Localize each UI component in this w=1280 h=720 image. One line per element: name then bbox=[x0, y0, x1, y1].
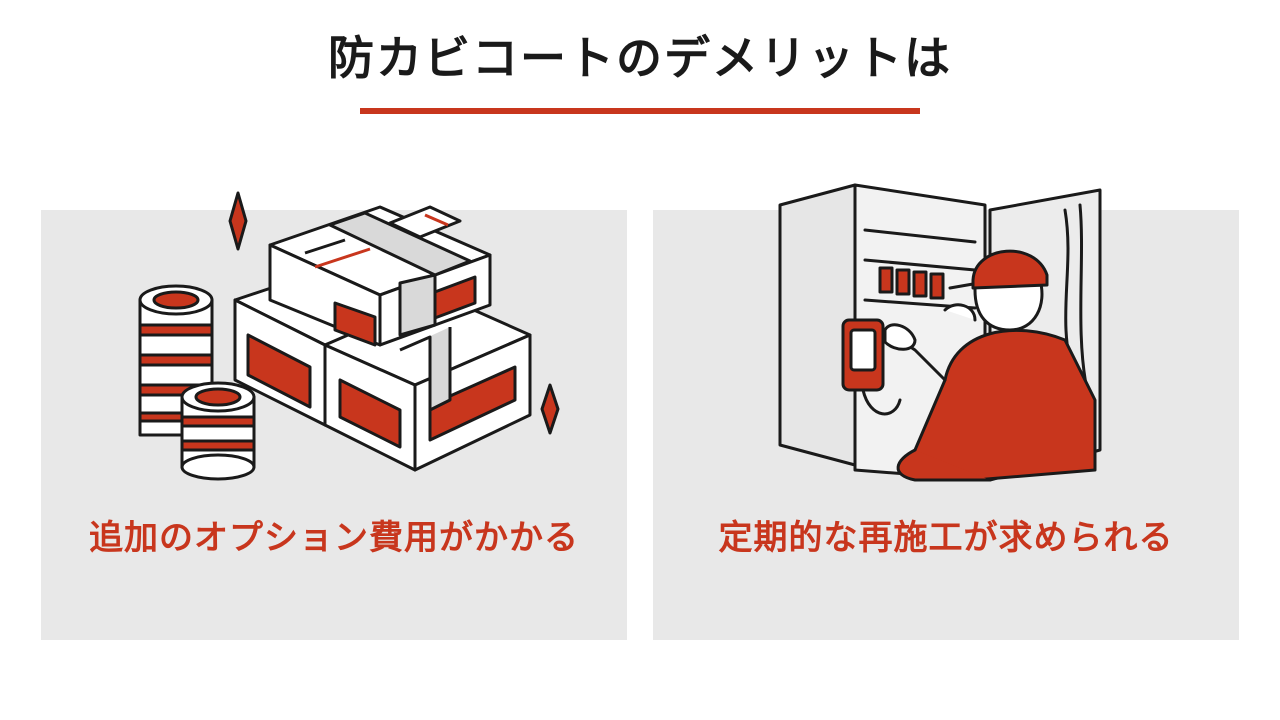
technician-at-cabinet-illustration-icon bbox=[778, 183, 1102, 482]
title-underline bbox=[360, 108, 920, 114]
card-caption-option-cost: 追加のオプション費用がかかる bbox=[89, 518, 579, 558]
page-title: 防カビコートのデメリットは bbox=[328, 31, 952, 85]
money-stacks-illustration-icon bbox=[138, 191, 560, 481]
card-caption-reapplication: 定期的な再施工が求められる bbox=[718, 518, 1174, 558]
